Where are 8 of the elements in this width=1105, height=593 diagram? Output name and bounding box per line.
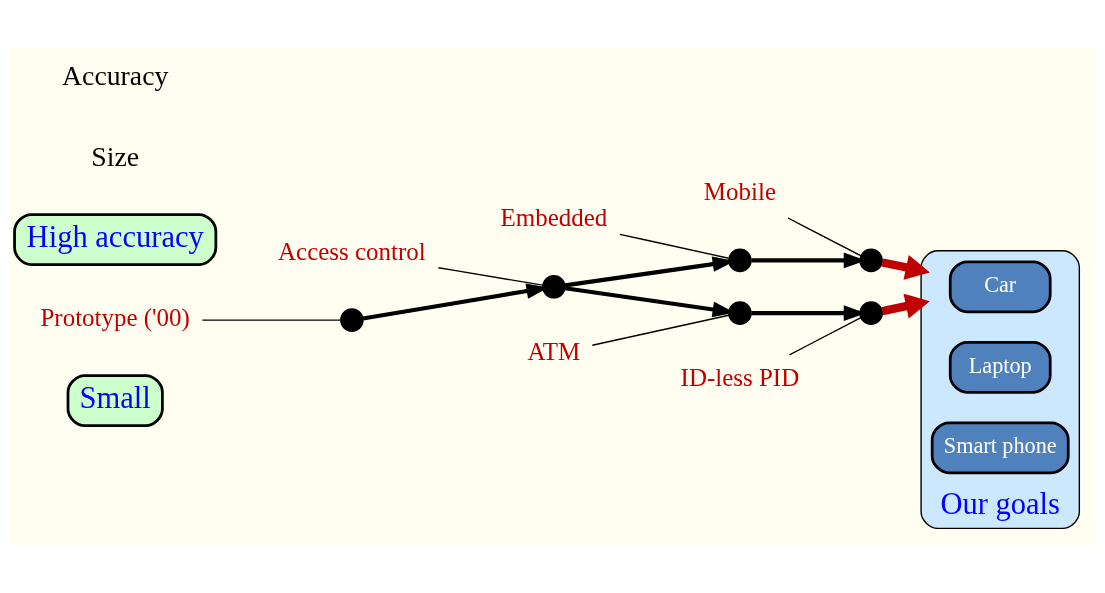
node-text: Prototype ('00) — [40, 304, 190, 332]
node-text: ATM — [527, 337, 581, 365]
label: Size — [91, 141, 140, 172]
node-text: Mobile — [703, 177, 776, 205]
label: Accuracy — [62, 60, 169, 92]
node-text: Embedded — [500, 204, 608, 232]
node-text: Access control — [278, 237, 426, 265]
node-text: ID-less PID — [680, 363, 800, 391]
